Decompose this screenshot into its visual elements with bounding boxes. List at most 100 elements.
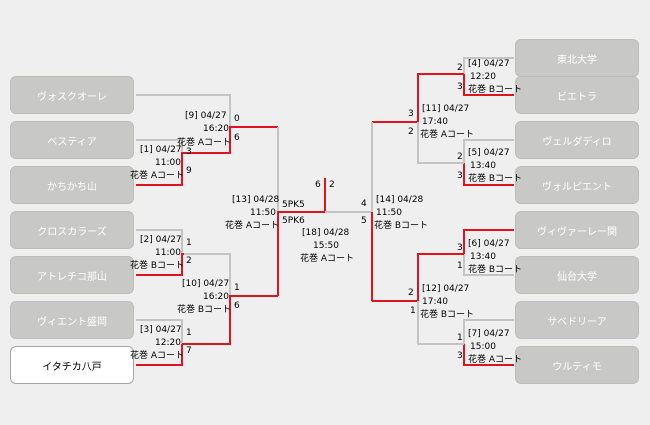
line-m10-bottom — [182, 295, 278, 345]
line-m3-top — [136, 319, 183, 344]
match-13-score-top: 5PK5 — [282, 200, 305, 210]
match-5-score-bottom: 3 — [457, 171, 463, 181]
match-18-venue: 花巻 Aコート — [300, 254, 355, 264]
match-3-score-top: 1 — [186, 328, 192, 338]
team-right-6[interactable]: 仙台大学 — [515, 256, 639, 294]
match-2-number: [2] 04/27 — [140, 235, 182, 245]
match-11-venue: 花巻 Aコート — [420, 130, 475, 140]
line-m11-top — [372, 73, 464, 123]
match-7-score-top: 1 — [457, 333, 463, 343]
line-m1-bottom — [136, 152, 184, 186]
match-4-venue: 花巻 Bコート — [468, 85, 523, 95]
match-7-score-bottom: 3 — [457, 351, 463, 361]
match-12-time: 17:40 — [422, 297, 448, 307]
line-m4-top — [463, 57, 514, 74]
match-5-time: 13:40 — [470, 161, 496, 171]
line-m7-top — [463, 319, 514, 344]
line-m5-top — [463, 139, 514, 163]
match-12-venue: 花巻 Bコート — [420, 310, 475, 320]
team-right-1[interactable]: 東北大学 — [515, 39, 639, 77]
team-right-5[interactable]: ヴィヴァーレー関 — [515, 211, 639, 249]
match-1-score-bottom: 9 — [186, 166, 192, 176]
team-left-7-champion[interactable]: イタチカ八戸 — [10, 346, 134, 384]
match-14-time: 11:50 — [376, 208, 402, 218]
match-12-score-bottom: 1 — [410, 306, 416, 316]
match-5-score-top: 2 — [457, 152, 463, 162]
match-12-number: [12] 04/27 — [422, 284, 470, 294]
team-left-6[interactable]: ヴィエント盛岡 — [10, 301, 134, 339]
team-left-5[interactable]: アトレチコ那山 — [10, 256, 134, 294]
match-13-time: 11:50 — [250, 208, 276, 218]
match-7-time: 15:00 — [470, 342, 496, 352]
match-18-number: [18] 04/28 — [302, 228, 350, 238]
line-m5-bottom — [463, 163, 514, 186]
line-m7-bottom — [463, 344, 514, 366]
match-2-score-top: 1 — [186, 238, 192, 248]
match-2-score-bottom: 2 — [186, 256, 192, 266]
match-1-score-top: 3 — [186, 147, 192, 157]
match-9-time: 16:20 — [203, 124, 229, 134]
match-4-number: [4] 04/27 — [468, 59, 510, 69]
match-10-number: [10] 04/27 — [182, 279, 230, 289]
line-m1-top — [136, 139, 183, 153]
match-14-score-bottom: 5 — [361, 216, 367, 226]
match-10-venue: 花巻 Bコート — [177, 305, 232, 315]
match-10-score-bottom: 6 — [234, 301, 240, 311]
match-3-number: [3] 04/27 — [140, 325, 182, 335]
match-1-venue: 花巻 Aコート — [130, 171, 185, 181]
match-2-time: 11:00 — [155, 248, 181, 258]
match-11-time: 17:40 — [422, 117, 448, 127]
match-4-time: 12:20 — [470, 72, 496, 82]
line-m6-bottom — [463, 254, 514, 276]
match-9-venue: 花巻 Aコート — [177, 138, 232, 148]
team-left-2[interactable]: ベスティア — [10, 121, 134, 159]
match-14-venue: 花巻 Bコート — [374, 221, 429, 231]
match-14-score-top: 4 — [361, 199, 367, 209]
match-11-score-bottom: 2 — [408, 127, 414, 137]
match-1-time: 11:00 — [155, 158, 181, 168]
team-right-7[interactable]: サベドリーア — [515, 301, 639, 339]
line-m2-bottom — [136, 253, 184, 276]
match-11-number: [11] 04/27 — [422, 104, 470, 114]
match-2-venue: 花巻 Bコート — [130, 261, 185, 271]
match-13-number: [13] 04/28 — [232, 195, 280, 205]
match-9-number: [9] 04/27 — [185, 111, 227, 121]
match-5-venue: 花巻 Bコート — [468, 174, 523, 184]
team-left-4[interactable]: クロスカラーズ — [10, 211, 134, 249]
match-14-number: [14] 04/28 — [376, 195, 424, 205]
line-m11-bottom — [417, 122, 464, 164]
line-m2-top — [136, 229, 183, 254]
match-9-score-bottom: 6 — [234, 133, 240, 143]
team-right-4[interactable]: ヴォルピエント — [515, 166, 639, 204]
match-13-venue: 花巻 Aコート — [225, 221, 280, 231]
match-9-score-top: 0 — [234, 114, 240, 124]
match-6-score-bottom: 1 — [457, 261, 463, 271]
team-right-2[interactable]: ビエトラ — [515, 76, 639, 114]
match-3-venue: 花巻 Aコート — [130, 351, 185, 361]
line-m6-top — [463, 229, 514, 254]
match-6-time: 13:40 — [470, 252, 496, 262]
match-4-score-top: 2 — [457, 63, 463, 73]
line-m4-bottom — [463, 74, 514, 96]
match-18-time: 15:50 — [313, 241, 339, 251]
team-right-8[interactable]: ウルティモ — [515, 346, 639, 384]
team-left-3[interactable]: かちかち山 — [10, 166, 134, 204]
line-m3-bottom — [136, 344, 183, 366]
match-10-time: 16:20 — [203, 292, 229, 302]
match-3-score-bottom: 7 — [186, 346, 192, 356]
match-10-score-top: 1 — [234, 283, 240, 293]
line-m12-bottom — [417, 301, 464, 345]
line-m9-bottom — [184, 126, 278, 154]
match-6-venue: 花巻 Bコート — [468, 265, 523, 275]
line-m12-top — [372, 253, 464, 302]
match-1-number: [1] 04/27 — [140, 145, 182, 155]
final-score-right: 2 — [329, 180, 335, 190]
line-m13-bottom — [277, 211, 325, 296]
match-7-number: [7] 04/27 — [468, 329, 510, 339]
team-left-1[interactable]: ヴォスクオーレ — [10, 76, 134, 114]
team-right-3[interactable]: ヴェルダディロ — [515, 121, 639, 159]
match-12-score-top: 2 — [408, 288, 414, 298]
match-13-score-bottom: 5PK6 — [282, 216, 305, 226]
match-4-score-bottom: 3 — [457, 82, 463, 92]
